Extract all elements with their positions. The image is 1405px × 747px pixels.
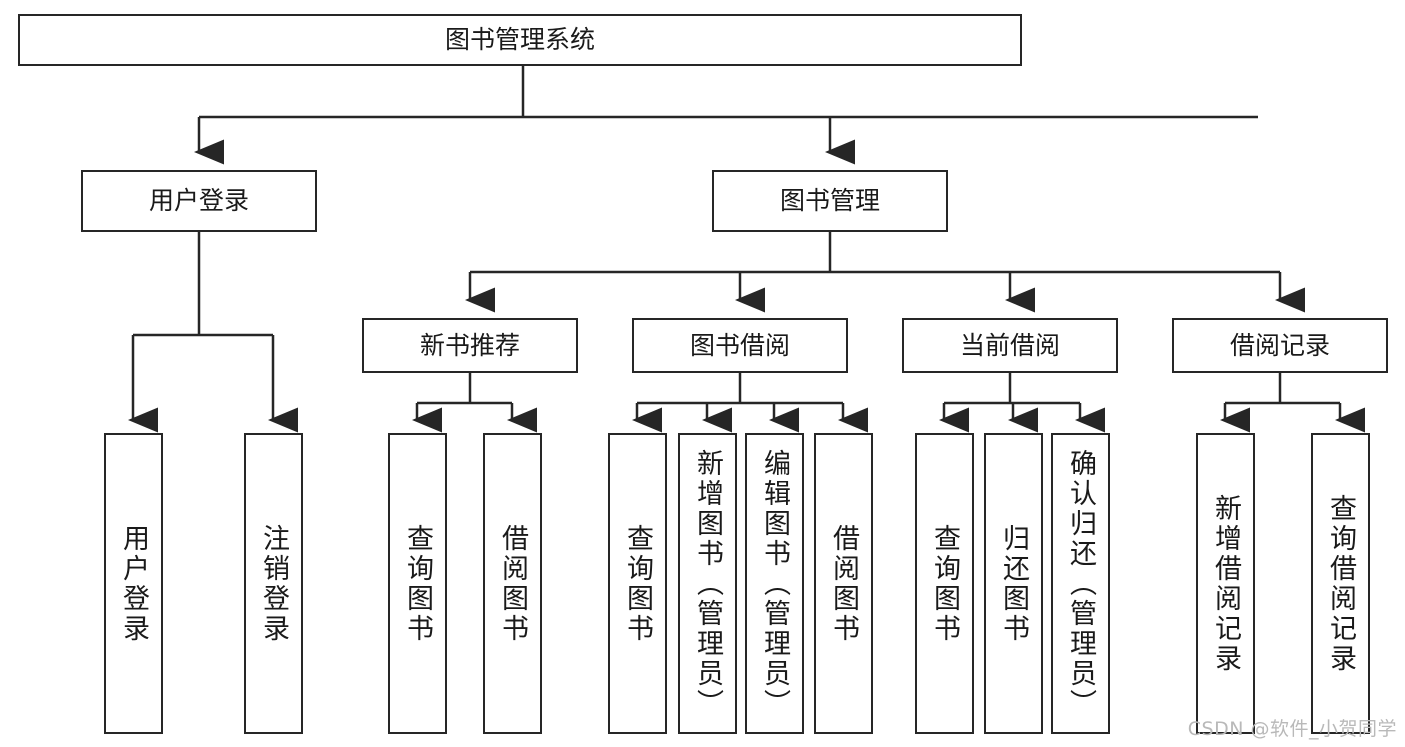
node-leaf-query-book-borrow[interactable]: 查询图书: [608, 433, 667, 734]
node-leaf-borrow-book[interactable]: 借阅图书: [814, 433, 873, 734]
node-label: 借阅图书: [828, 523, 859, 644]
node-leaf-add-borrow-record[interactable]: 新增借阅记录: [1196, 433, 1255, 734]
node-label: 当前借阅: [959, 330, 1060, 360]
node-label: 查询图书: [929, 523, 960, 644]
node-new-book-recommend[interactable]: 新书推荐: [362, 318, 578, 373]
node-label: 图书管理: [779, 186, 880, 216]
node-label: 新增图书（管理员）: [692, 448, 723, 719]
watermark: CSDN @软件_小贺同学: [1187, 718, 1397, 740]
node-book-management[interactable]: 图书管理: [712, 170, 948, 232]
node-label: 确认归还（管理员）: [1065, 448, 1096, 719]
node-leaf-user-login[interactable]: 用户登录: [104, 433, 163, 734]
node-label: 图书管理系统: [444, 25, 595, 55]
node-label: 注销登录: [258, 523, 289, 644]
node-label: 查询借阅记录: [1325, 493, 1356, 674]
node-label: 编辑图书（管理员）: [759, 448, 790, 719]
node-leaf-confirm-return-admin[interactable]: 确认归还（管理员）: [1051, 433, 1110, 734]
node-label: 用户登录: [148, 186, 249, 216]
node-leaf-query-borrow-record[interactable]: 查询借阅记录: [1311, 433, 1370, 734]
node-leaf-return-book[interactable]: 归还图书: [984, 433, 1043, 734]
node-label: 用户登录: [118, 523, 149, 644]
node-label: 新增借阅记录: [1210, 493, 1241, 674]
node-label: 查询图书: [622, 523, 653, 644]
node-label: 查询图书: [402, 523, 433, 644]
node-current-borrow[interactable]: 当前借阅: [902, 318, 1118, 373]
node-label: 新书推荐: [419, 330, 520, 360]
node-label: 归还图书: [998, 523, 1029, 644]
node-leaf-edit-book-admin[interactable]: 编辑图书（管理员）: [745, 433, 804, 734]
node-root-book-management-system[interactable]: 图书管理系统: [18, 14, 1022, 66]
node-borrow-record[interactable]: 借阅记录: [1172, 318, 1388, 373]
node-leaf-add-book-admin[interactable]: 新增图书（管理员）: [678, 433, 737, 734]
node-user-login[interactable]: 用户登录: [81, 170, 317, 232]
node-leaf-query-book-current[interactable]: 查询图书: [915, 433, 974, 734]
node-leaf-logout[interactable]: 注销登录: [244, 433, 303, 734]
node-leaf-query-book-recommend[interactable]: 查询图书: [388, 433, 447, 734]
node-label: 图书借阅: [689, 330, 790, 360]
node-label: 借阅记录: [1229, 330, 1330, 360]
node-leaf-borrow-book-recommend[interactable]: 借阅图书: [483, 433, 542, 734]
node-label: 借阅图书: [497, 523, 528, 644]
node-book-borrow[interactable]: 图书借阅: [632, 318, 848, 373]
